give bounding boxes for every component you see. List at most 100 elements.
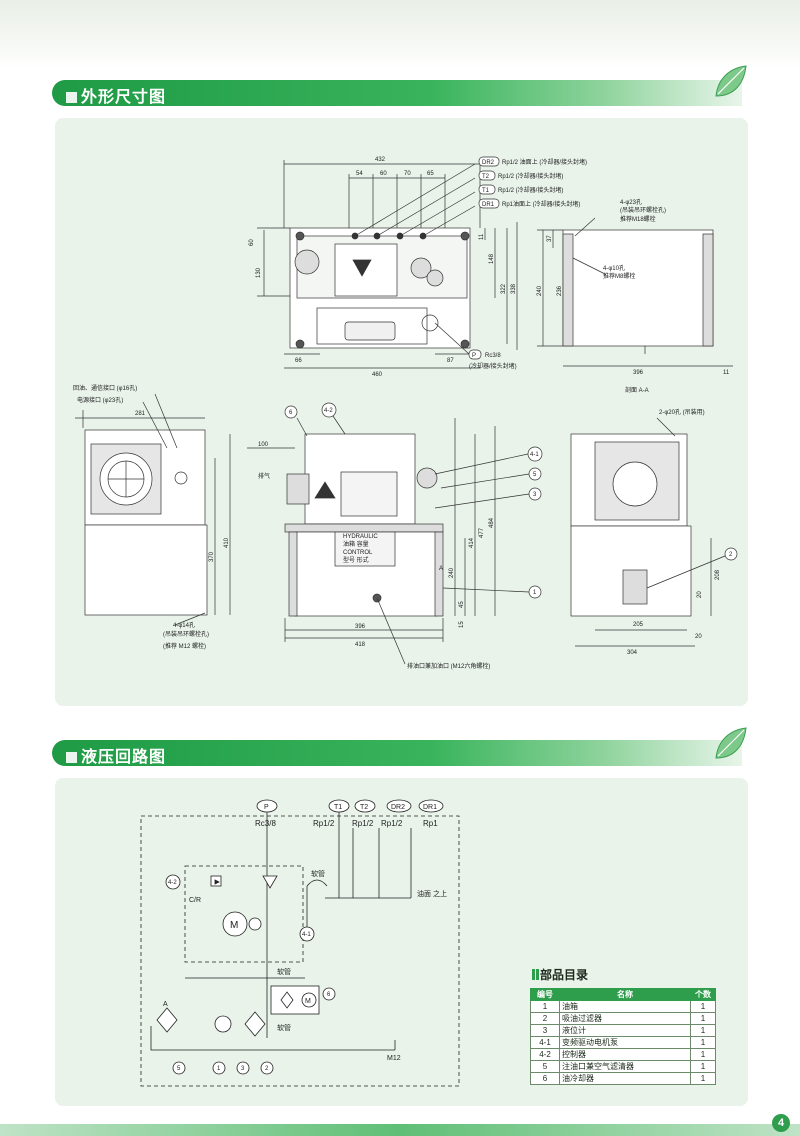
aa-dim-396: 396 <box>633 370 644 376</box>
section-bar-circuit: 液压回路图 <box>52 740 742 766</box>
part-no: 4-1 <box>530 1036 560 1049</box>
dim-v338: 338 <box>511 283 517 294</box>
port-t1: T1 <box>334 804 342 811</box>
part-qty: 1 <box>690 1048 716 1061</box>
part-name: 注油口兼空气滤清器 <box>559 1060 691 1073</box>
part-name: 油箱 <box>559 1000 691 1013</box>
circuit-label-cr: C/R <box>189 897 201 904</box>
parts-header-qty: 个数 <box>690 988 716 1001</box>
dimension-drawings: 432 54 60 70 65 460 66 87 60 130 11 148 … <box>73 156 738 670</box>
callout-dr1-text: Rp1油面上 (冷却器/接头封堵) <box>502 200 580 208</box>
right-dim-20a: 20 <box>695 634 702 640</box>
right-callout-2: 2 <box>729 552 733 558</box>
port-spec-dr1: Rp1 <box>423 819 438 828</box>
footer-band <box>0 1124 800 1136</box>
front-dim-418: 418 <box>355 642 366 648</box>
front-dim-477: 477 <box>479 527 485 538</box>
right-view-drawing <box>570 417 726 647</box>
side-note-power: 电源接口 (φ23孔) <box>77 396 123 404</box>
dim-65: 65 <box>427 171 434 177</box>
front-view-drawing <box>247 415 496 665</box>
part-qty: 1 <box>690 1024 716 1037</box>
front-dim-414: 414 <box>469 537 475 548</box>
leaf-icon <box>715 65 747 97</box>
port-dr2: DR2 <box>391 804 405 811</box>
dim-v148: 148 <box>489 253 495 264</box>
dim-v130: 130 <box>256 267 262 278</box>
part-name: 油冷却器 <box>559 1072 691 1085</box>
callout-dr2-tag: DR2 <box>482 160 495 166</box>
nameplate-line3: CONTROL <box>343 550 373 556</box>
section-aa-label: 剖面 A-A <box>625 386 649 394</box>
parts-title: 部品目录 <box>532 966 588 983</box>
section-title-circuit: 液压回路图 <box>66 743 166 767</box>
callout-t2-text: Rp1/2 (冷却器/接头封堵) <box>498 172 563 180</box>
nameplate-line2: 油箱 容量 <box>343 540 369 548</box>
dim-66: 66 <box>295 358 302 364</box>
aa-dim-240: 240 <box>537 285 543 296</box>
circuit-callout-1: 1 <box>217 1066 221 1072</box>
part-no: 1 <box>530 1000 560 1013</box>
right-dim-304: 304 <box>627 650 638 656</box>
front-exhaust-label: 排气 <box>258 472 270 480</box>
right-dim-208: 208 <box>715 569 721 580</box>
aa-dim-37: 37 <box>547 235 553 242</box>
port-dr1: DR1 <box>423 804 437 811</box>
part-name: 吸油过滤器 <box>559 1012 691 1025</box>
dim-460: 460 <box>372 372 383 378</box>
callout-t2-tag: T2 <box>482 174 490 180</box>
front-dim-45: 45 <box>459 601 465 608</box>
top-view-drawing <box>257 160 518 369</box>
aa-note-holes2: 4-φ10孔 <box>603 264 625 272</box>
dimensions-panel: 432 54 60 70 65 460 66 87 60 130 11 148 … <box>55 118 748 706</box>
dim-v322: 322 <box>501 283 507 294</box>
parts-header-row: 编号 名称 个数 <box>530 988 716 1001</box>
parts-title-text: 部品目录 <box>540 968 589 982</box>
front-label-a: A <box>439 566 443 572</box>
aa-note-bolt2: 推荐M8螺栓 <box>603 272 635 280</box>
part-qty: 1 <box>690 1072 716 1085</box>
callout-t1-tag: T1 <box>482 188 490 194</box>
circuit-callout-6: 6 <box>327 992 331 998</box>
svg-text:M: M <box>305 998 311 1005</box>
aa-dim-236: 236 <box>557 285 563 296</box>
right-dim-20b: 20 <box>697 591 703 598</box>
side-dim-281: 281 <box>135 411 146 417</box>
callout-p-note: (冷却器/接头封堵) <box>469 362 517 370</box>
port-spec-dr2: Rp1/2 <box>381 819 403 828</box>
circuit-label-hose3: 软管 <box>277 1023 291 1032</box>
front-callout-5: 5 <box>533 472 537 478</box>
circuit-callout-3: 3 <box>241 1066 245 1072</box>
part-qty: 1 <box>690 1000 716 1013</box>
front-callout-6: 6 <box>289 410 293 416</box>
front-callout-4-1: 4-1 <box>530 452 539 458</box>
section-title-dimensions: 外形尺寸图 <box>66 83 166 107</box>
side-dim-410: 410 <box>224 537 230 548</box>
header-background <box>0 0 800 70</box>
page-number: 4 <box>772 1114 790 1132</box>
callout-dr1-tag: DR1 <box>482 202 495 208</box>
aa-dim-11: 11 <box>723 370 730 376</box>
front-dim-396: 396 <box>355 624 366 630</box>
circuit-label-oil-level: 油面 之上 <box>417 889 447 898</box>
front-callout-4-2: 4-2 <box>324 408 333 414</box>
side-view-drawing <box>75 393 231 626</box>
port-t2: T2 <box>360 804 368 811</box>
front-dim-100: 100 <box>258 442 269 448</box>
circuit-callout-2: 2 <box>265 1066 269 1072</box>
circuit-label-hose2: 软管 <box>277 967 291 976</box>
part-qty: 1 <box>690 1036 716 1049</box>
right-note-holes: 2-φ20孔 (吊装用) <box>659 408 705 416</box>
part-no: 4-2 <box>530 1048 560 1061</box>
nameplate-line4: 型号 形式 <box>343 556 369 564</box>
circuit-label-hose1: 软管 <box>311 869 325 878</box>
circuit-callout-4-2: 4-2 <box>168 880 177 886</box>
front-callout-3: 3 <box>533 492 537 498</box>
dim-70: 70 <box>404 171 411 177</box>
front-dim-484: 484 <box>489 517 495 528</box>
circuit-title-text: 液压回路图 <box>81 749 167 766</box>
dim-v60: 60 <box>249 239 255 246</box>
